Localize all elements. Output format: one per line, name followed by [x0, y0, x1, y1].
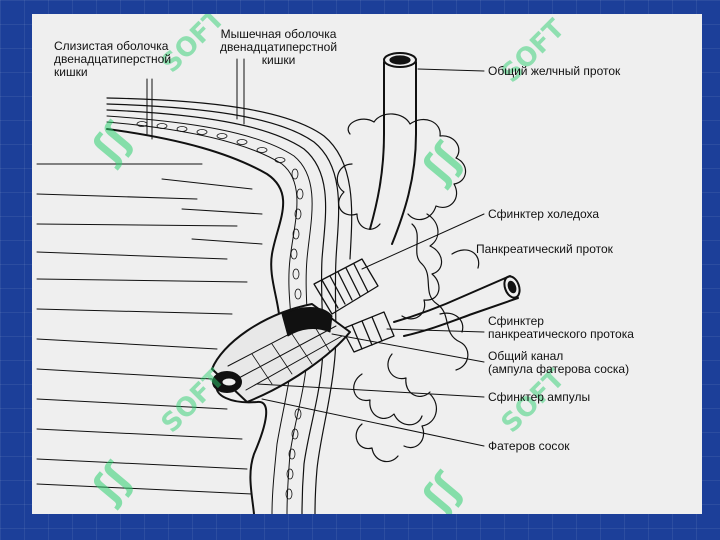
- label-mucosa: Слизистая оболочка двенадцатиперстной ки…: [54, 39, 172, 79]
- label-ampulla-sphincter: Сфинктер ампулы: [488, 390, 591, 404]
- svg-text:ʃʃ: ʃʃ: [83, 114, 142, 172]
- label-vater-papilla: Фатеров сосок: [488, 439, 570, 453]
- svg-text:ʃʃ: ʃʃ: [413, 464, 472, 514]
- mucosal-folds: [36, 163, 263, 495]
- pancreatic-tissue: [336, 113, 480, 463]
- submucosa-cells: [136, 121, 304, 500]
- muscle-layer: [106, 109, 327, 514]
- svg-text:ʃʃ: ʃʃ: [83, 454, 142, 512]
- common-bile-duct: [369, 52, 417, 245]
- submucosa-layer: [106, 121, 298, 514]
- pancreatic-duct: [393, 275, 521, 337]
- duodenum-ampulla-drawing: ʃʃ ʃʃ ʃʃ ʃʃ SOFT SOFT SOFT SOFT: [36, 14, 571, 514]
- ampulla: [211, 303, 351, 403]
- mucosa-surface: [106, 128, 285, 514]
- label-pancreatic-duct: Панкреатический проток: [476, 242, 613, 256]
- watermark-text-3: SOFT: [156, 364, 231, 439]
- leader-lines: [146, 58, 485, 447]
- choledochal-sphincter-rings: [313, 258, 379, 315]
- label-common-channel: Общий канал (ампула фатерова соска): [488, 349, 630, 376]
- label-muscle-layer: Мышечная оболочка двенадцатиперстной киш…: [220, 27, 338, 67]
- label-choledochal-sphincter: Сфинктер холедоха: [488, 207, 600, 221]
- label-common-bile-duct: Общий желчный проток: [488, 64, 621, 78]
- label-pancreatic-duct-sphincter: Сфинктер панкреатического протока: [488, 314, 634, 341]
- svg-text:ʃʃ: ʃʃ: [413, 134, 472, 192]
- diagram-panel: ʃʃ ʃʃ ʃʃ ʃʃ SOFT SOFT SOFT SOFT Слизиста…: [32, 14, 702, 514]
